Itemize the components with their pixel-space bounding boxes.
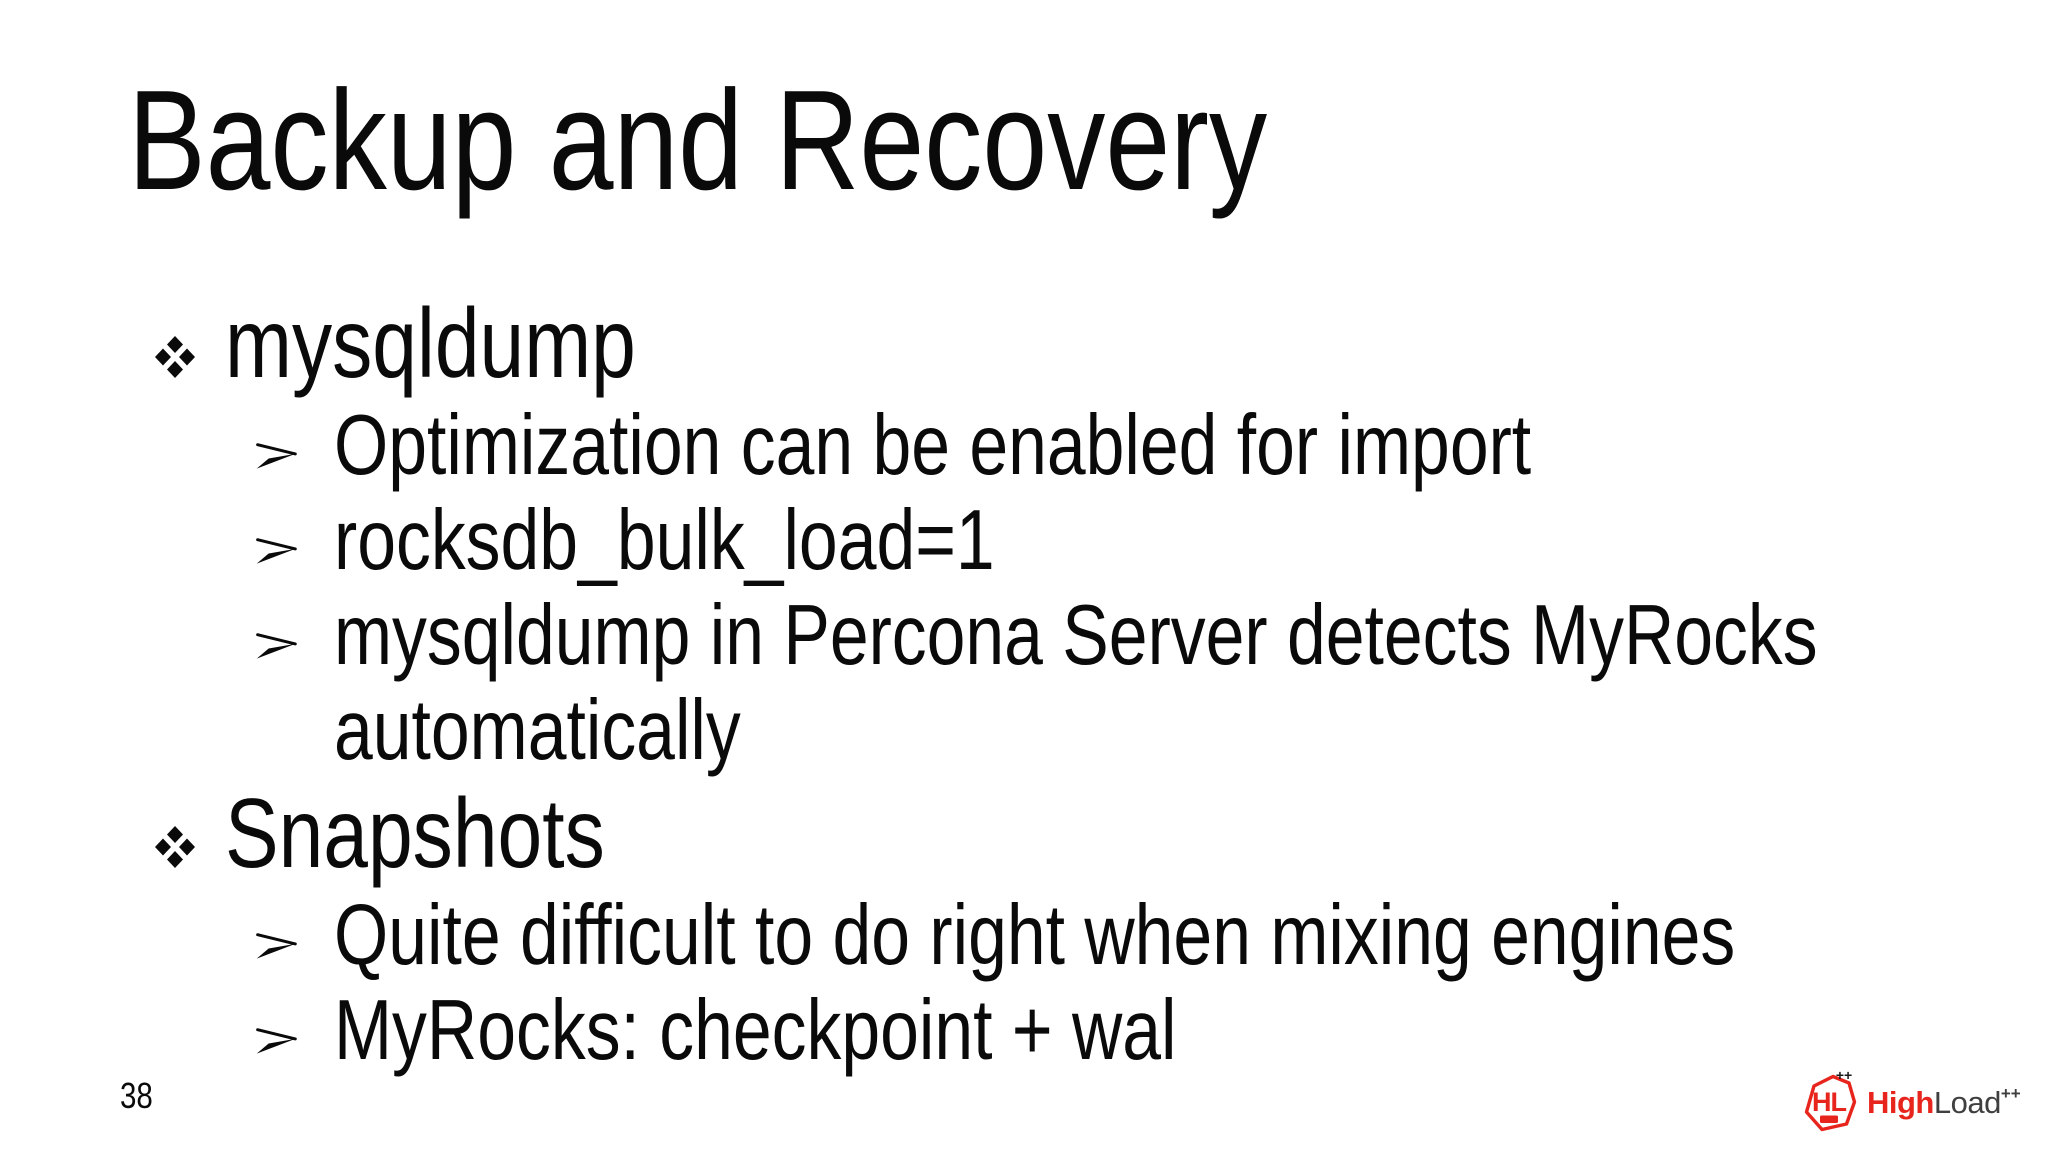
- slide-title: Backup and Recovery: [128, 70, 1517, 212]
- highload-badge-icon: HL ++: [1804, 1071, 1857, 1132]
- svg-text:HL: HL: [1812, 1087, 1846, 1117]
- arrow-bullet-icon: [256, 933, 297, 959]
- slide-title-text: Backup and Recovery: [128, 61, 1268, 220]
- list-item-level1: Snapshots: [155, 778, 2015, 888]
- arrow-bullet-icon: [256, 1028, 297, 1054]
- arrow-bullet-icon: [256, 633, 297, 659]
- list-item-level1: mysqldump: [155, 288, 2015, 398]
- list-item-line: mysqldump in Percona Server detects MyRo…: [334, 588, 1818, 683]
- list-item-text: Quite difficult to do right when mixing …: [334, 888, 1736, 983]
- page-number: 38: [120, 1075, 153, 1116]
- bullet-list: mysqldump Optimization can be enabled fo…: [155, 288, 2015, 1078]
- highload-wordmark: HighLoad++: [1867, 1085, 2021, 1118]
- list-item-line: automatically: [334, 683, 741, 778]
- list-item-text: rocksdb_bulk_load=1: [334, 493, 995, 588]
- list-item-label: Snapshots: [225, 778, 605, 888]
- list-item-level2: rocksdb_bulk_load=1: [155, 493, 2015, 588]
- list-item-level2: mysqldump in Percona Server detects MyRo…: [155, 588, 2015, 778]
- arrow-bullet-icon: [256, 538, 297, 564]
- wordmark-high: High: [1867, 1084, 1934, 1120]
- diamond-bullet-icon: [155, 826, 195, 868]
- wordmark-load: Load: [1933, 1084, 2001, 1120]
- wordmark-plus: ++: [2000, 1083, 2021, 1103]
- list-item-text: MyRocks: checkpoint + wal: [334, 983, 1177, 1078]
- list-item-label: mysqldump: [225, 288, 636, 398]
- svg-text:++: ++: [1836, 1071, 1852, 1083]
- list-item-level2: MyRocks: checkpoint + wal: [155, 983, 2015, 1078]
- arrow-bullet-icon: [256, 443, 297, 469]
- list-item-level2: Optimization can be enabled for import: [155, 398, 2015, 493]
- list-item-text: Optimization can be enabled for import: [334, 398, 1532, 493]
- list-item-level2: Quite difficult to do right when mixing …: [155, 888, 2015, 983]
- diamond-bullet-icon: [155, 336, 195, 378]
- highload-logo: HL ++ HighLoad++: [1800, 1070, 2021, 1136]
